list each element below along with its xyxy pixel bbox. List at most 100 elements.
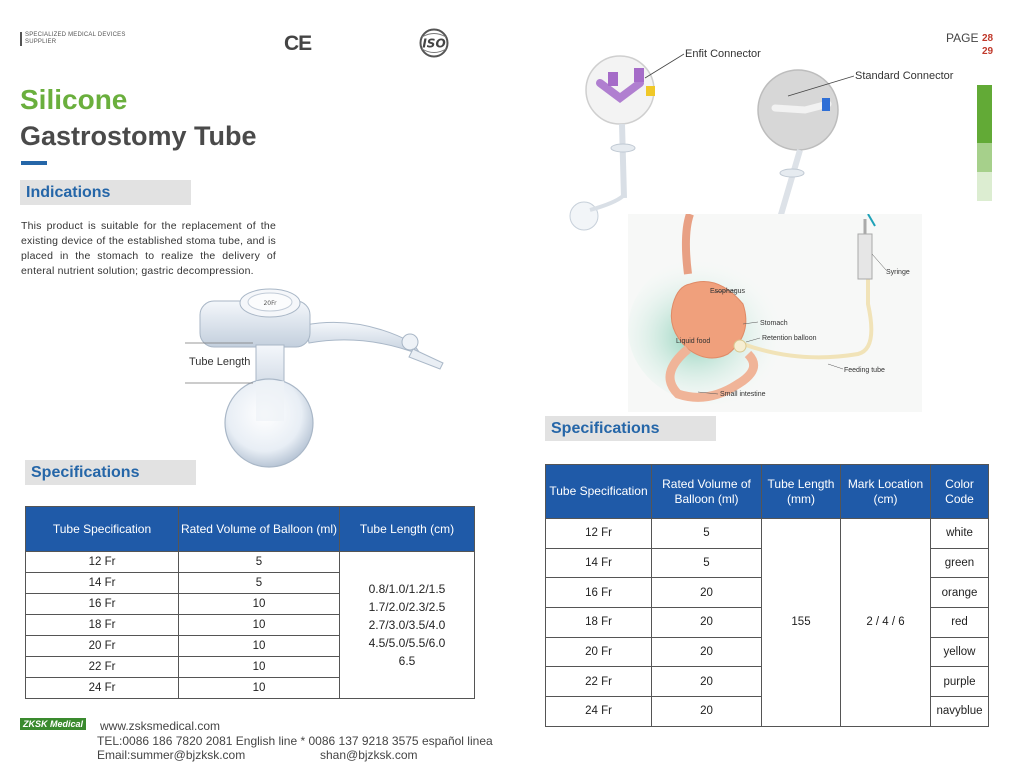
rated-volume-cell: 10 (178, 677, 340, 699)
table-row: 24 Fr 10 (25, 677, 475, 699)
tube-spec-cell: 14 Fr (25, 572, 179, 594)
tube-spec-cell: 16 Fr (545, 577, 652, 609)
tube-length-line: 6.5 (398, 654, 416, 668)
rated-volume-cell: 5 (178, 551, 340, 573)
color-code-cell: yellow (930, 636, 989, 668)
header-tube-length: Tube Length (mm) (761, 464, 841, 519)
mark-location-cell: 2 / 4 / 6 (840, 518, 931, 727)
tube-spec-cell: 24 Fr (545, 696, 652, 727)
iso-text: ISO (422, 37, 445, 51)
tube-spec-cell: 12 Fr (545, 518, 652, 549)
table-row: 20 Fr 20 yellow (545, 636, 989, 668)
tube-spec-cell: 18 Fr (545, 607, 652, 638)
tube-length-line: 2.7/3.0/3.5/4.0 (368, 618, 446, 632)
anatomy-esophagus-label: Esophagus (710, 288, 746, 295)
title-line-2: Gastrostomy Tube (20, 121, 257, 151)
side-tab-light-green (977, 172, 992, 201)
table-row: 16 Fr 20 orange (545, 577, 989, 609)
tube-spec-cell: 14 Fr (545, 547, 652, 579)
header-color-code: Color Code (930, 464, 989, 519)
spec-table-right: Tube Specification Rated Volume of Ballo… (545, 464, 989, 727)
tube-spec-cell: 16 Fr (25, 593, 179, 615)
footer-email-shan[interactable]: shan@bjzksk.com (320, 748, 418, 762)
tube-length-line: 4.5/5.0/5.5/6.0 (368, 636, 446, 650)
tube-length-cell: 0.8/1.0/1.2/1.5 1.7/2.0/2.3/2.5 2.7/3.0/… (339, 551, 475, 699)
color-code-cell: green (930, 547, 989, 579)
table-row: 12 Fr 5 155 2 / 4 / 6 white (545, 518, 989, 727)
company-tagline: SPECIALIZED MEDICAL DEVICES SUPPLIER (20, 32, 145, 46)
rated-volume-cell: 20 (651, 607, 762, 638)
side-tab-mid-green (977, 143, 992, 172)
rated-volume-cell: 5 (651, 518, 762, 549)
anatomy-retention-balloon-label: Retention balloon (762, 335, 817, 342)
gastrostomy-tube-image: 20Fr (185, 288, 444, 468)
tube-spec-cell: 22 Fr (545, 666, 652, 698)
footer-website[interactable]: www.zsksmedical.com (100, 719, 221, 733)
tube-spec-cell: 18 Fr (25, 614, 179, 636)
color-code-cell: purple (930, 666, 989, 698)
tube-length-label: Tube Length (189, 356, 251, 368)
table-row: 12 Fr 5 0.8/1.0/1.2/1.5 1.7/2.0/2.3/2.5 … (25, 551, 475, 699)
side-tab-dark-green (977, 85, 992, 143)
footer-phone: TEL:0086 186 7820 2081 English line * 00… (97, 734, 493, 748)
ce-mark: CE (284, 32, 312, 55)
indications-text: This product is suitable for the replace… (21, 220, 276, 277)
header-mark-location: Mark Location (cm) (840, 464, 931, 519)
spec-left-heading: Specifications (25, 460, 196, 485)
table-header-row: Tube Specification Rated Volume of Ballo… (545, 464, 989, 519)
company-logo: ZKSK Medical (20, 718, 86, 730)
color-code-cell: navyblue (930, 696, 989, 727)
table-row: 22 Fr 10 (25, 656, 475, 678)
spec-right-heading: Specifications (545, 416, 716, 441)
rated-volume-cell: 5 (178, 572, 340, 594)
enfit-connector-label: Enfit Connector (685, 48, 761, 60)
anatomy-liquid-food-label: Liquid food (676, 338, 710, 345)
page-label: PAGE (946, 31, 979, 45)
tagline-line-2: SUPPLIER (25, 39, 57, 45)
rated-volume-cell: 10 (178, 593, 340, 615)
header-tube-spec: Tube Specification (545, 464, 652, 519)
rated-volume-cell: 20 (651, 636, 762, 668)
anatomy-stomach-label: Stomach (760, 320, 788, 327)
color-code-cell: orange (930, 577, 989, 609)
title-underline (21, 161, 47, 165)
iso-logo-icon: ISO (419, 28, 449, 58)
rated-volume-cell: 20 (651, 696, 762, 727)
page-number-right: 29 (982, 46, 994, 57)
page-number-left: 28 (982, 33, 994, 44)
disc-label: 20Fr (263, 300, 277, 307)
tube-spec-cell: 24 Fr (25, 677, 179, 699)
tube-spec-cell: 12 Fr (25, 551, 179, 573)
table-row: 20 Fr 10 (25, 635, 475, 657)
header-tube-length: Tube Length (cm) (339, 506, 475, 552)
rated-volume-cell: 10 (178, 635, 340, 657)
spec-table-left: Tube Specification Rated Volume of Ballo… (25, 506, 475, 699)
tube-length-line: 1.7/2.0/2.3/2.5 (368, 600, 446, 614)
header-rated-volume: Rated Volume of Balloon (ml) (178, 506, 340, 552)
color-code-cell: red (930, 607, 989, 638)
title-line-1: Silicone (20, 84, 128, 115)
anatomy-feeding-tube-label: Feeding tube (844, 367, 885, 374)
color-code-cell: white (930, 518, 989, 549)
anatomy-small-intestine-label: Small intestine (720, 391, 766, 398)
table-row: 16 Fr 10 (25, 593, 475, 615)
table-row: 18 Fr 10 (25, 614, 475, 636)
header-tube-spec: Tube Specification (25, 506, 179, 552)
header-rated-volume: Rated Volume of Balloon (ml) (651, 464, 762, 519)
page-numbers: 28 29 (982, 32, 993, 58)
rated-volume-cell: 20 (651, 577, 762, 609)
connector-illustrations (569, 53, 855, 243)
anatomy-illustration: Esophagus Stomach Retention balloon Liqu… (628, 214, 922, 412)
table-header-row: Tube Specification Rated Volume of Ballo… (25, 506, 475, 552)
rated-volume-cell: 20 (651, 666, 762, 698)
tube-spec-cell: 20 Fr (545, 636, 652, 668)
standard-connector-label: Standard Connector (855, 70, 954, 82)
rated-volume-cell: 5 (651, 547, 762, 579)
table-row: 22 Fr 20 purple (545, 666, 989, 698)
tube-spec-cell: 20 Fr (25, 635, 179, 657)
indications-heading: Indications (20, 180, 191, 205)
rated-volume-cell: 10 (178, 614, 340, 636)
footer-email-summer[interactable]: Email:summer@bjzksk.com (97, 748, 246, 762)
table-row: 24 Fr 20 navyblue (545, 696, 989, 727)
anatomy-syringe-label: Syringe (886, 269, 910, 276)
